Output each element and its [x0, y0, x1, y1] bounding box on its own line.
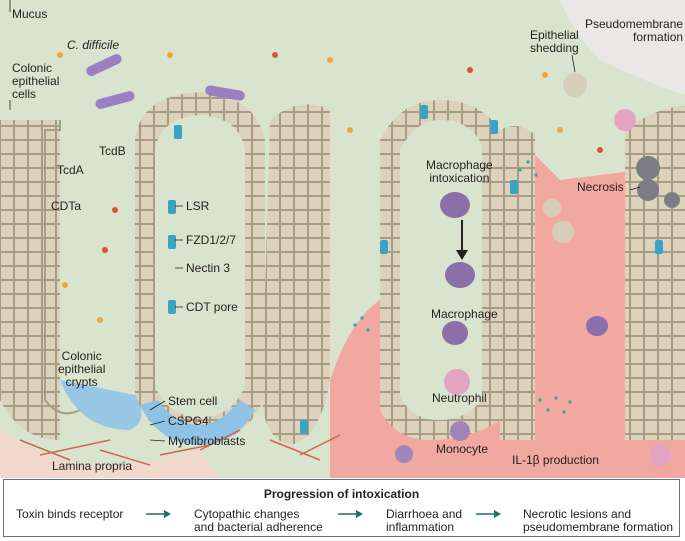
leader-lines [9, 0, 641, 442]
shed-cells [543, 73, 587, 243]
lamina-propria-left [0, 430, 220, 478]
label-myofibroblasts: Myofibroblasts [168, 434, 246, 448]
receptors [168, 105, 663, 434]
label-tcda: TcdA [57, 163, 84, 177]
label-neutrophil: Neutrophil [432, 391, 487, 405]
monocytes [395, 421, 470, 463]
label-il1b-production: IL-1β production [512, 453, 599, 467]
macrophages [440, 192, 608, 345]
intoxication-arrowhead [456, 250, 468, 260]
label-macrophage-intoxication: Macrophage intoxication [426, 158, 493, 185]
label-tcdb: TcdB [99, 144, 126, 158]
myofibroblasts [19, 429, 341, 466]
label-fzd: FZD1/2/7 [186, 233, 237, 247]
crypt-left-edge [44, 120, 81, 415]
label-lamina-propria: Lamina propria [52, 459, 133, 473]
progression-legend: Progression of intoxication Toxin binds … [3, 479, 680, 537]
legend-step-3: Diarrhoea and inflammation [386, 507, 463, 534]
label-necrosis: Necrosis [577, 180, 624, 194]
label-colonic-epithelial-crypts: Colonic epithelial crypts [58, 349, 106, 389]
il1b-dots [353, 160, 572, 414]
legend-title: Progression of intoxication [263, 487, 420, 501]
stem-cells-left [60, 380, 142, 430]
label-stem-cell: Stem cell [168, 394, 218, 408]
label-pseudomembrane-formation: Pseudomembrane formation [585, 17, 684, 44]
label-colonic-epithelial-cells: Colonic epithelial cells [12, 61, 60, 101]
crypt-left-wall [0, 120, 60, 440]
toxin-particles [57, 52, 563, 323]
crypt-far-right-wall [625, 105, 685, 440]
label-cdta: CDTa [51, 199, 82, 213]
label-nectin3: Nectin 3 [186, 261, 231, 275]
crypt-right-wall [500, 126, 535, 440]
neutrophils [444, 109, 671, 466]
label-cdt-pore: CDT pore [186, 300, 238, 314]
c-difficile-bacteria [86, 54, 245, 109]
necrotic-cells [636, 156, 680, 208]
label-macrophage: Macrophage [431, 307, 498, 321]
legend-step-2: Cytopathic changes and bacterial adheren… [194, 507, 323, 534]
stem-cells-middle [140, 400, 255, 445]
legend-arrow-icon [338, 510, 363, 518]
legend-step-1: Toxin binds receptor [16, 507, 124, 521]
label-lsr: LSR [186, 199, 210, 213]
label-epithelial-shedding: Epithelial shedding [530, 28, 579, 55]
pseudomembrane-region [560, 0, 685, 95]
intoxication-diagram [0, 0, 685, 478]
toxin-particles-red [102, 52, 603, 253]
legend-arrow-icon [146, 510, 171, 518]
label-monocyte: Monocyte [436, 442, 489, 456]
label-cspg4: CSPG4 [168, 414, 209, 428]
label-c-difficile: C. difficile [67, 38, 120, 52]
label-mucus: Mucus [12, 7, 48, 21]
crypt-centre-left-wall [262, 104, 330, 445]
crypt-middle-lumen [155, 115, 245, 418]
legend-arrow-icon [476, 510, 501, 518]
legend-step-4: Necrotic lesions and pseudomembrane form… [523, 507, 674, 534]
